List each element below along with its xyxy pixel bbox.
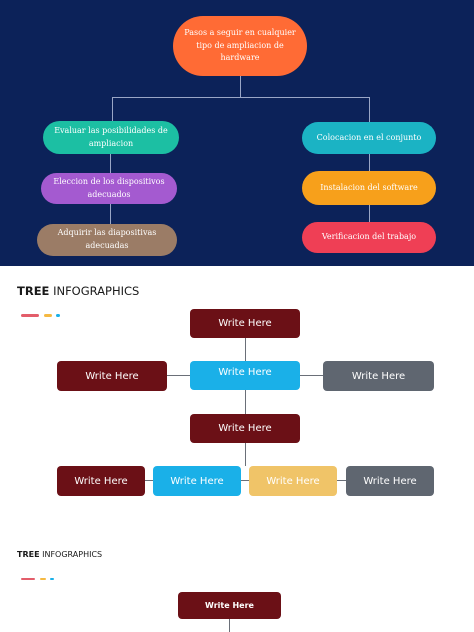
- step-evaluate: Evaluar las posibilidades de ampliacion: [43, 121, 179, 154]
- tree-row2-box-2: Write Here: [153, 466, 241, 496]
- connector-right-2-3: [369, 205, 370, 222]
- tree-title: TREE INFOGRAPHICS: [17, 284, 139, 298]
- tree-root-box: Write Here: [190, 309, 300, 338]
- tree-row1-box-3: Write Here: [323, 361, 434, 391]
- connector-left-2-3: [110, 204, 111, 224]
- step-choose-devices: Eleccion de los dispositivos adecuados: [41, 173, 177, 204]
- connector-right-down: [369, 97, 370, 122]
- tree2-title: TREE INFOGRAPHICS: [17, 550, 102, 559]
- connector-left-down: [112, 97, 113, 122]
- title-accent-blue: [56, 314, 60, 317]
- tree-row2-line: [144, 480, 346, 481]
- title-accent-yellow: [44, 314, 52, 317]
- tree-row2-box-1: Write Here: [57, 466, 145, 496]
- title2-accent-blue: [50, 578, 54, 580]
- title2-accent-yellow: [40, 578, 46, 580]
- tree2-trunk: [229, 619, 230, 632]
- connector-root-down: [240, 76, 241, 97]
- title2-accent-red: [21, 578, 35, 580]
- title-accent-red: [21, 314, 39, 317]
- root-step: Pasos a seguir en cualquier tipo de ampl…: [173, 16, 307, 76]
- connector-right-1-2: [369, 154, 370, 171]
- tree-row2-box-4: Write Here: [346, 466, 434, 496]
- step-install-software: Instalacion del software: [302, 171, 436, 205]
- step-verify: Verificacion del trabajo: [302, 222, 436, 253]
- tree2-title-rest: INFOGRAPHICS: [42, 550, 103, 559]
- tree2-root-box: Write Here: [178, 592, 281, 619]
- connector-horizontal: [112, 97, 370, 98]
- tree-title-rest: INFOGRAPHICS: [53, 284, 140, 298]
- tree-row1-box-1: Write Here: [57, 361, 167, 391]
- tree-middle-box: Write Here: [190, 414, 300, 443]
- step-placement: Colocacion en el conjunto: [302, 122, 436, 154]
- tree2-title-bold: TREE: [17, 550, 40, 559]
- tree-row2-box-3: Write Here: [249, 466, 337, 496]
- tree-title-bold: TREE: [17, 284, 50, 298]
- tree-row1-box-2: Write Here: [190, 361, 300, 390]
- step-acquire: Adquirir las diapositivas adecuadas: [37, 224, 177, 256]
- tree-trunk: [245, 338, 246, 466]
- connector-left-1-2: [110, 154, 111, 173]
